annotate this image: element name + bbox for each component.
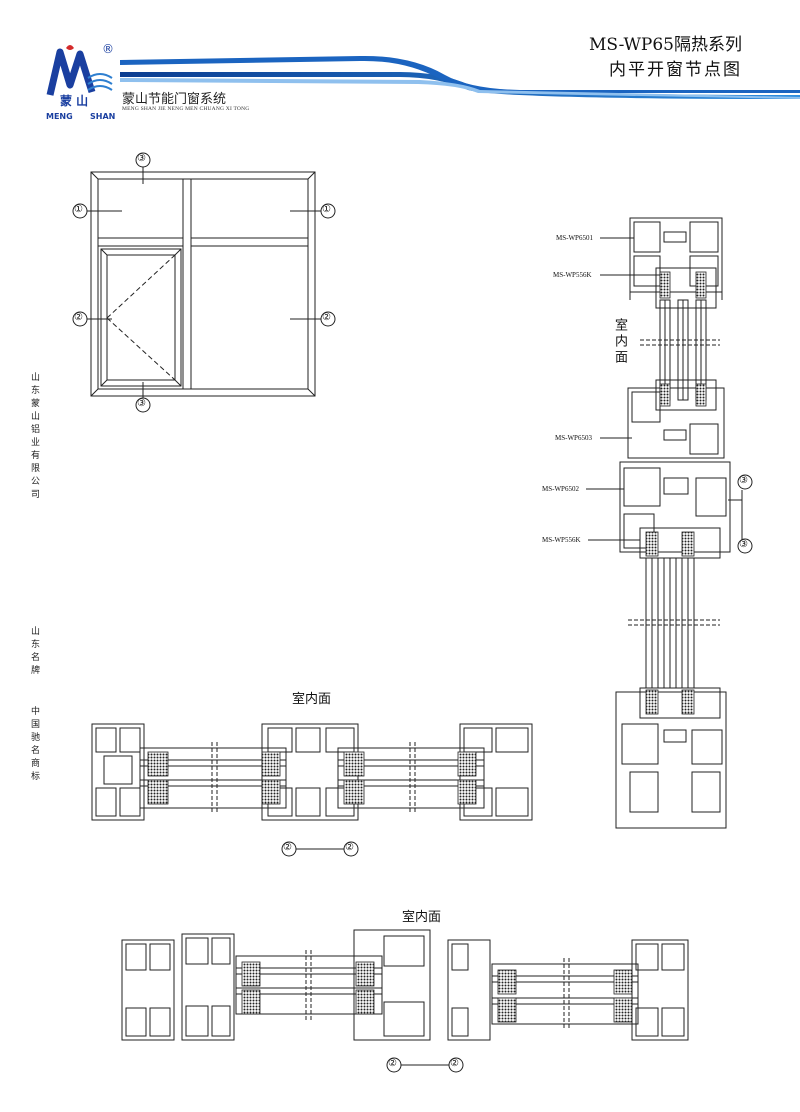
header-swoosh <box>120 55 800 99</box>
callout-2-h1-left: ② <box>283 842 292 853</box>
company-name-en: MENG SHAN JIE NENG MEN CHUANG XI TONG <box>122 106 250 112</box>
title-series: MS-WP65隔热系列 <box>588 35 742 55</box>
callout-3-bottom: ③ <box>137 398 146 409</box>
room-label-h1: 室内面 <box>292 692 332 707</box>
room-label-h2: 室内面 <box>402 910 442 925</box>
callout-2-h2-left: ② <box>388 1058 397 1069</box>
callout-2-right: ② <box>322 312 331 323</box>
callout-2-left: ② <box>74 312 83 323</box>
company-name-cn: 蒙山节能门窗系统 <box>122 92 227 107</box>
sidebar-award-2: 中国驰名商标 <box>29 706 39 784</box>
logo-registered: ® <box>102 42 114 56</box>
profile-label-4: MS-WP6502 <box>542 485 579 493</box>
profile-label-1: MS-WP6501 <box>556 234 593 242</box>
callout-3-section-b: ③ <box>739 539 748 550</box>
callout-1-right: ① <box>322 204 331 215</box>
callout-3-top: ③ <box>137 153 146 164</box>
callout-1-left: ① <box>74 204 83 215</box>
callout-2-h2-right: ② <box>450 1058 459 1069</box>
title-subtitle: 内平开窗节点图 <box>609 60 742 80</box>
logo: ® 蒙 山 MENG SHAN <box>40 40 120 125</box>
callout-3-section-a: ③ <box>739 475 748 486</box>
logo-en-right: SHAN <box>90 112 116 121</box>
logo-en-left: MENG <box>46 112 73 121</box>
profile-label-3: MS-WP6503 <box>555 434 592 442</box>
callout-2-h1-right: ② <box>345 842 354 853</box>
room-label-vertical: 室内面 <box>612 318 627 366</box>
sidebar-company: 山东蒙山铝业有限公司 <box>29 372 39 502</box>
logo-cn: 蒙 山 <box>60 94 89 108</box>
profile-label-5: MS-WP556K <box>542 536 581 544</box>
profile-label-2: MS-WP556K <box>553 271 592 279</box>
sidebar-award-1: 山东名牌 <box>29 626 39 678</box>
